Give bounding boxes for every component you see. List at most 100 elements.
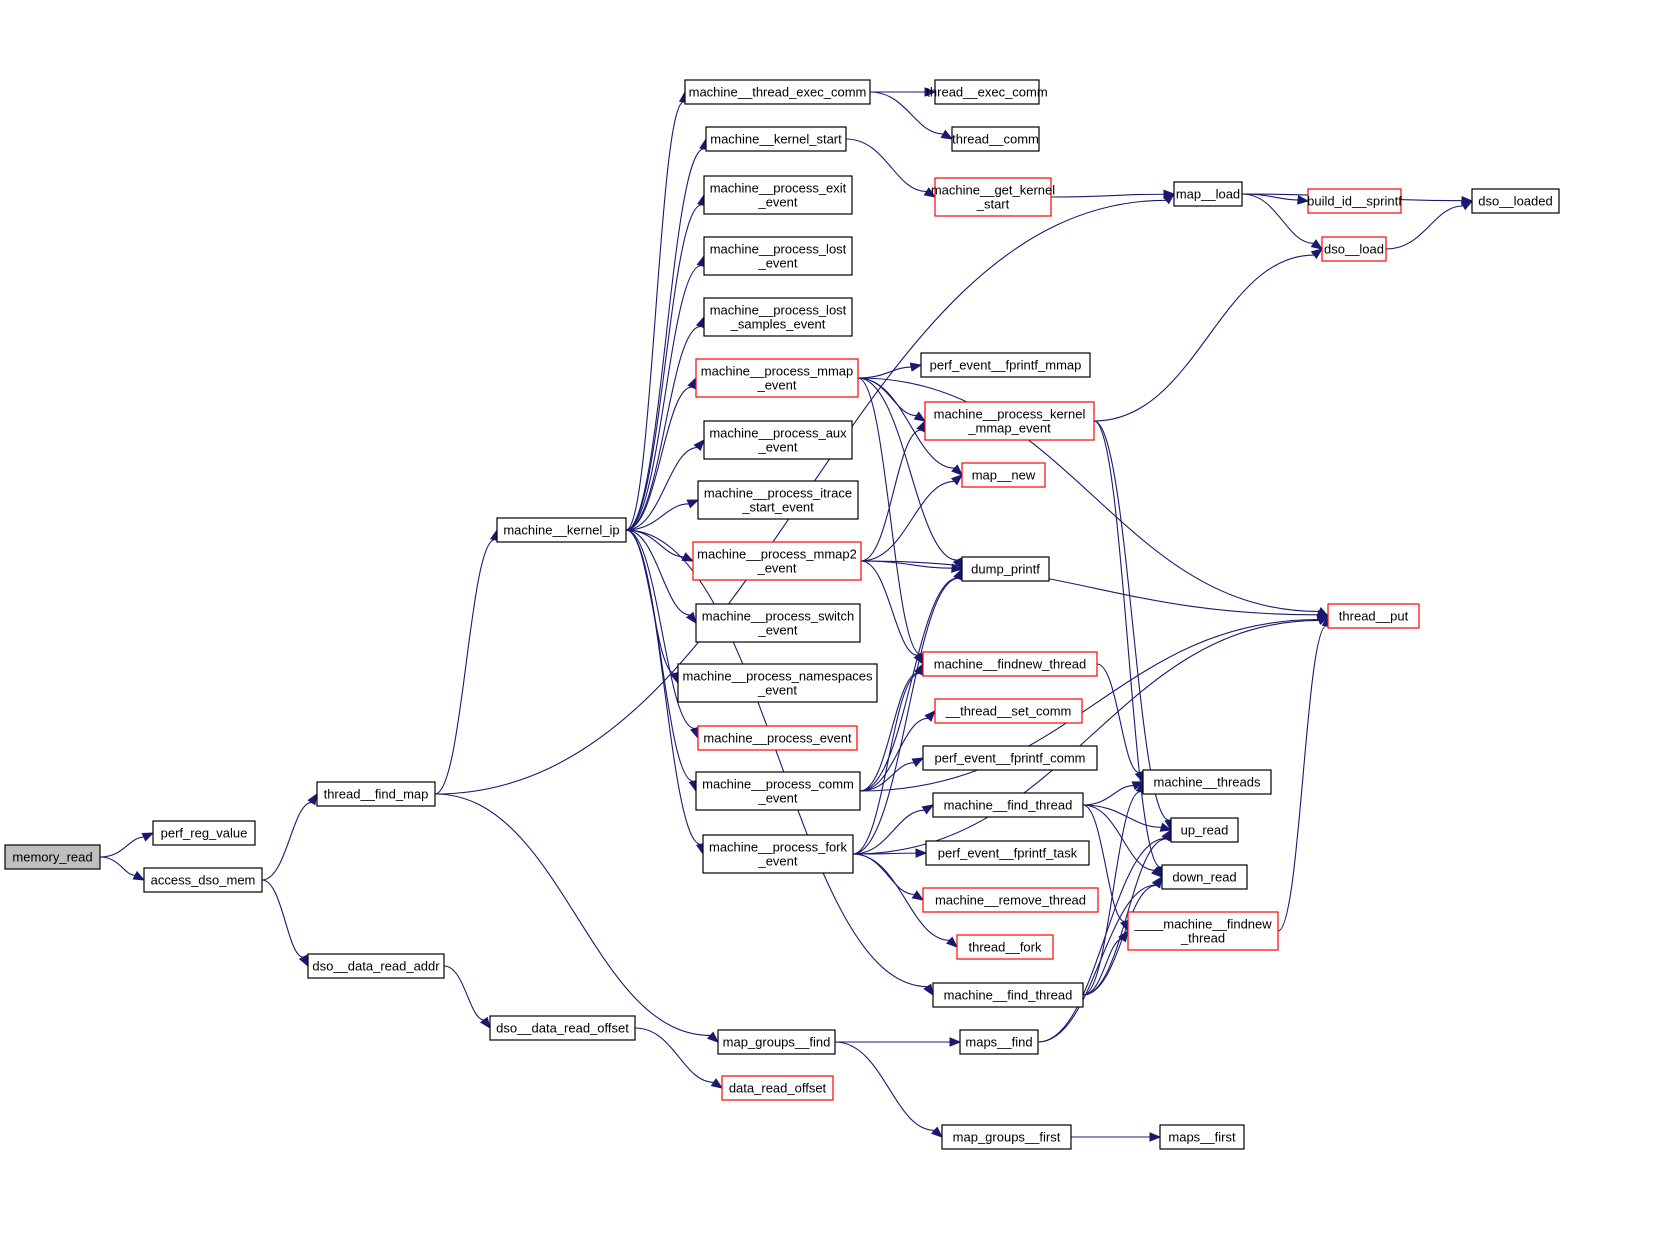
call-edge: [852, 804, 935, 855]
graph-node-machine-kernel-start[interactable]: machine__kernel_start: [705, 126, 847, 152]
arrowhead-icon: [915, 848, 928, 858]
call-edge: [625, 137, 709, 531]
graph-node-dso-data-read-addr[interactable]: dso__data_read_addr: [307, 953, 445, 979]
graph-node-access-dso-mem[interactable]: access_dso_mem: [143, 867, 263, 893]
call-edge: [434, 793, 720, 1043]
edge-line: [443, 965, 485, 1021]
node-box: [956, 934, 1054, 960]
call-edge: [634, 1027, 724, 1089]
graph-node-machine-process-mmap-event[interactable]: machine__process_mmap_event: [695, 358, 859, 398]
graph-node-machine-get-kernel-start[interactable]: machine__get_kernel_start: [931, 177, 1055, 217]
edge-line: [625, 529, 928, 988]
node-label: _event: [757, 854, 797, 869]
graph-node-thread-fork[interactable]: thread__fork: [956, 934, 1054, 960]
edge-line: [625, 447, 698, 531]
graph-node-machine-findnew-thread[interactable]: ____machine__findnew_thread: [1127, 911, 1279, 951]
node-label: machine__process_itrace: [704, 486, 852, 501]
graph-node-maps-find[interactable]: maps__find: [959, 1029, 1039, 1055]
edge-line: [1037, 837, 1166, 1043]
graph-node-thread-find-map[interactable]: thread__find_map: [316, 781, 436, 807]
call-edge: [99, 832, 155, 858]
graph-node-machine-thread-exec-comm[interactable]: machine__thread_exec_comm: [684, 79, 871, 105]
node-label: perf_event__fprintf_mmap: [930, 358, 1082, 373]
nodes-layer: memory_readperf_reg_valueaccess_dso_memt…: [4, 79, 1560, 1150]
graph-node-machine-find-thread-b[interactable]: machine__find_thread: [932, 982, 1084, 1008]
node-label: maps__find: [965, 1035, 1032, 1050]
call-edge: [1082, 929, 1129, 996]
node-box: [959, 1029, 1039, 1055]
edge-line: [1241, 193, 1314, 244]
node-box: [307, 953, 445, 979]
graph-node-machine-process-lost-samples-event[interactable]: machine__process_lost_samples_event: [703, 297, 853, 337]
edge-line: [634, 1027, 714, 1083]
node-box: [1161, 864, 1248, 890]
graph-node-machine-process-fork-event[interactable]: machine__process_fork_event: [702, 834, 854, 874]
graph-node-thread-exec-comm[interactable]: thread__exec_comm: [926, 79, 1048, 105]
call-edge: [870, 87, 937, 97]
graph-node-machine-find-thread-a[interactable]: machine__find_thread: [932, 792, 1084, 818]
graph-node-thread-put[interactable]: thread__put: [1327, 603, 1420, 629]
node-box: [717, 1029, 836, 1055]
graph-node-dso-data-read-offset[interactable]: dso__data_read_offset: [489, 1015, 636, 1041]
node-box: [922, 887, 1099, 913]
graph-node-machine-findnew-thread[interactable]: machine__findnew_thread: [922, 651, 1098, 677]
graph-node-build-id-sprintf[interactable]: build_id__sprintf: [1307, 188, 1402, 214]
call-edge: [834, 1041, 944, 1138]
node-label: data_read_offset: [729, 1081, 827, 1096]
graph-node-machine-process-lost-event[interactable]: machine__process_lost_event: [703, 236, 853, 276]
edge-line: [1050, 193, 1165, 198]
node-box: [684, 79, 871, 105]
graph-node-up-read[interactable]: up_read: [1170, 817, 1239, 843]
node-label: _event: [757, 195, 797, 210]
graph-node-dump-printf[interactable]: dump_printf: [961, 556, 1050, 582]
call-edge: [1082, 804, 1163, 878]
graph-node-thread-set-comm[interactable]: __thread__set_comm: [934, 698, 1083, 724]
graph-node-machine-process-kernel-mmap-event[interactable]: machine__process_kernel_mmap_event: [924, 401, 1095, 441]
graph-node-memory-read[interactable]: memory_read: [4, 844, 101, 870]
arrowhead-icon: [681, 552, 695, 562]
graph-node-machine-threads[interactable]: machine__threads: [1142, 769, 1272, 795]
graph-node-dso-load[interactable]: dso__load: [1321, 236, 1387, 262]
arrowhead-icon: [909, 362, 923, 372]
graph-node-perf-event-fprintf-task[interactable]: perf_event__fprintf_task: [925, 840, 1090, 866]
graph-node-perf-event-fprintf-comm[interactable]: perf_event__fprintf_comm: [922, 745, 1098, 771]
graph-node-thread-comm[interactable]: thread__comm: [951, 126, 1040, 152]
node-label: machine__thread_exec_comm: [689, 85, 867, 100]
call-edge: [625, 529, 695, 562]
node-box: [1327, 603, 1420, 629]
node-label: thread__fork: [969, 940, 1042, 955]
edge-line: [625, 529, 701, 845]
graph-node-map-load[interactable]: map__load: [1173, 181, 1243, 207]
graph-node-machine-process-exit-event[interactable]: machine__process_exit_event: [703, 175, 853, 215]
graph-node-map-groups-find[interactable]: map_groups__find: [717, 1029, 836, 1055]
graph-node-maps-first[interactable]: maps__first: [1159, 1124, 1245, 1150]
graph-node-machine-remove-thread[interactable]: machine__remove_thread: [922, 887, 1099, 913]
call-edge: [834, 1037, 962, 1047]
graph-node-dso-loaded[interactable]: dso__loaded: [1471, 188, 1560, 214]
graph-node-perf-event-fprintf-mmap[interactable]: perf_event__fprintf_mmap: [920, 352, 1091, 378]
arrowhead-icon: [307, 792, 318, 806]
graph-node-machine-process-switch-event[interactable]: machine__process_switch_event: [695, 603, 861, 643]
arrowhead-icon: [1297, 195, 1310, 205]
graph-node-map-groups-first[interactable]: map_groups__first: [941, 1124, 1072, 1150]
graph-node-machine-process-comm-event[interactable]: machine__process_comm_event: [695, 771, 861, 811]
graph-node-machine-process-aux-event[interactable]: machine__process_aux_event: [703, 420, 853, 460]
graph-node-machine-process-mmap2-event[interactable]: machine__process_mmap2_event: [692, 541, 862, 581]
graph-node-machine-process-namespaces-event[interactable]: machine__process_namespaces_event: [677, 663, 878, 703]
graph-node-data-read-offset[interactable]: data_read_offset: [721, 1075, 834, 1101]
graph-node-machine-process-event[interactable]: machine__process_event: [697, 725, 858, 751]
edge-line: [859, 717, 929, 792]
node-label: _event: [757, 256, 797, 271]
graph-node-down-read[interactable]: down_read: [1161, 864, 1248, 890]
graph-node-machine-kernel-ip[interactable]: machine__kernel_ip: [496, 517, 627, 543]
graph-node-map-new[interactable]: map__new: [961, 462, 1046, 488]
graph-node-perf-reg-value[interactable]: perf_reg_value: [152, 820, 256, 846]
node-label: dso__data_read_addr: [312, 959, 440, 974]
arrowhead-icon: [690, 726, 700, 740]
call-edge: [99, 856, 146, 881]
arrowhead-icon: [1163, 189, 1176, 199]
edge-line: [434, 793, 711, 1036]
edge-line: [625, 503, 689, 531]
edge-line: [860, 560, 918, 656]
graph-node-machine-process-itrace-start-event[interactable]: machine__process_itrace_start_event: [697, 480, 859, 520]
